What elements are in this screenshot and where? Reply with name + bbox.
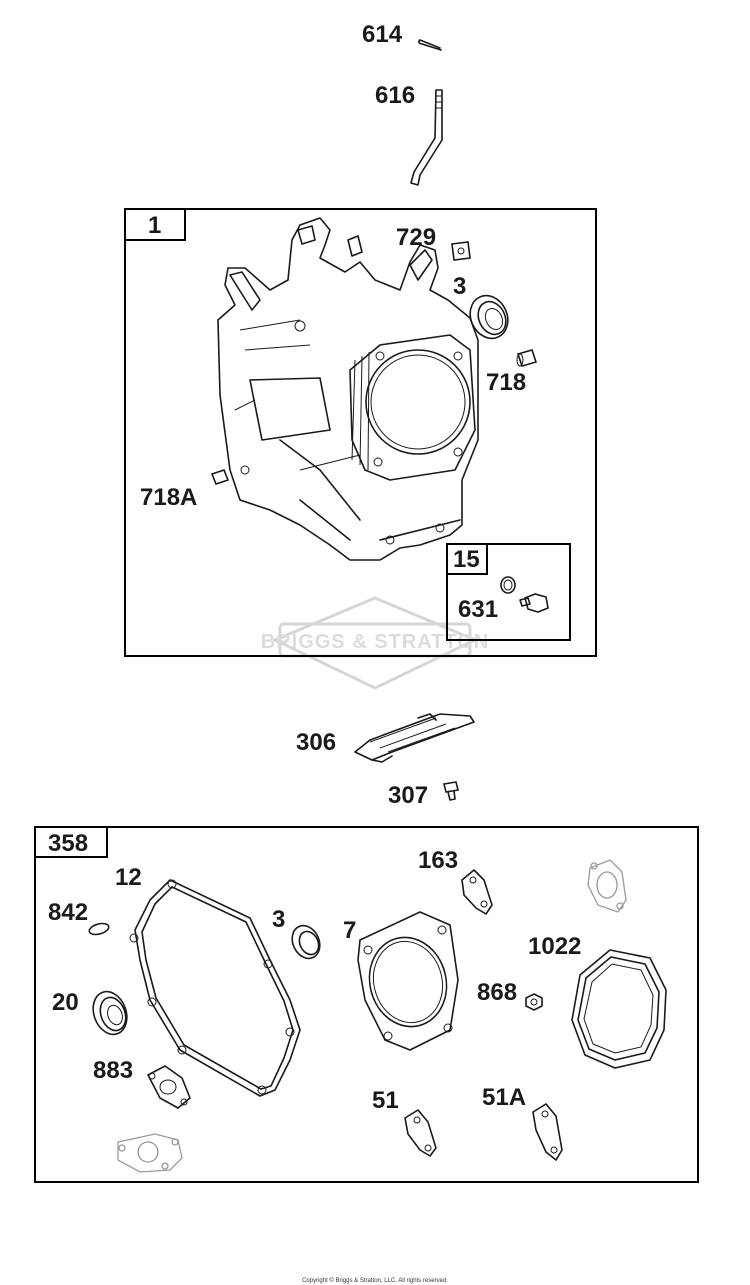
part-307-screw [443, 781, 459, 801]
part-20-oil-seal [92, 990, 128, 1036]
part-3-oil-seal-kit [291, 924, 321, 960]
part-1-cylinder-block [217, 217, 479, 561]
label-51: 51 [372, 1087, 399, 1114]
part-163-gasket [461, 869, 493, 915]
label-631: 631 [458, 596, 498, 623]
part-718-dowel-pin [516, 349, 538, 367]
label-307: 307 [388, 782, 428, 809]
watermark-text: BRIGGS & STRATTON [261, 631, 489, 653]
part-842-o-ring [88, 922, 110, 936]
part-1022-valve-cover-gasket [571, 949, 667, 1069]
group-358-label: 358 [48, 830, 88, 857]
part-718A-dowel-pin [210, 469, 230, 485]
label-3-seal: 3 [453, 273, 466, 300]
part-614-cotter-pin [418, 39, 442, 51]
part-3-oil-seal [469, 294, 509, 340]
label-614: 614 [362, 21, 403, 48]
part-51-gasket [404, 1109, 437, 1157]
label-729: 729 [396, 224, 436, 251]
part-306-breather [354, 713, 475, 763]
label-306: 306 [296, 729, 336, 756]
label-616: 616 [375, 82, 415, 109]
part-729-plate [451, 241, 471, 261]
label-7: 7 [343, 917, 356, 944]
part-616-link-rod [410, 89, 443, 186]
group-15-label: 15 [453, 546, 480, 573]
part-631-washer [500, 576, 516, 594]
label-868: 868 [477, 979, 517, 1006]
label-1022: 1022 [528, 933, 581, 960]
part-868-nut [525, 993, 543, 1011]
label-718: 718 [486, 369, 526, 396]
group-358-box: 358 [34, 826, 699, 1183]
copyright-text: Copyright © Briggs & Stratton, LLC. All … [302, 1277, 448, 1284]
group-1-label: 1 [148, 212, 161, 239]
label-51A: 51A [482, 1084, 526, 1111]
part-15-drain-plug [519, 593, 549, 613]
label-718A: 718A [140, 484, 197, 511]
label-163: 163 [418, 847, 458, 874]
label-12: 12 [115, 864, 142, 891]
label-3-seal-kit: 3 [272, 906, 285, 933]
part-12-crankcase-gasket [129, 879, 301, 1097]
part-883-gasket [147, 1065, 191, 1109]
part-grey-mounting-gasket [117, 1133, 183, 1173]
label-883: 883 [93, 1057, 133, 1084]
watermark-logo: BRIGGS & STRATTON [261, 596, 489, 690]
label-20: 20 [52, 989, 79, 1016]
part-51A-gasket [532, 1103, 563, 1161]
label-842: 842 [48, 899, 88, 926]
group-1-box: 1 [124, 208, 597, 657]
part-7-head-gasket [357, 911, 459, 1051]
group-15-box: 15 [446, 543, 571, 641]
part-grey-exhaust-gasket [587, 859, 627, 913]
